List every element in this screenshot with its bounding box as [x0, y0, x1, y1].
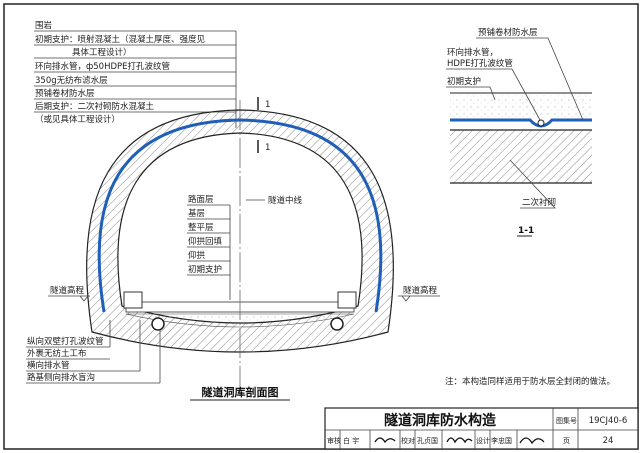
svg-text:隧道高程: 隧道高程	[50, 285, 85, 296]
designer-signature	[519, 437, 545, 445]
main-caption: 隧道洞库剖面图	[202, 385, 279, 399]
section-mark-bottom: 1	[265, 143, 270, 153]
label-secondary-support: 后期支护：二次衬砌防水混凝土	[35, 101, 155, 112]
drain-pipe-icon	[330, 317, 344, 331]
lining-layer-labels: 围岩 初期支护：喷射混凝土（混凝土厚度、强度见 具体工程设计） 环向排水管，ф5…	[34, 20, 237, 128]
title-block: 隧道洞库防水构造 图集号 19CJ40-6 审核 白 宇 校对 孔贞国 设计 李…	[324, 407, 639, 450]
svg-text:路面层: 路面层	[188, 194, 214, 205]
svg-text:横向排水管: 横向排水管	[27, 360, 70, 371]
svg-text:孔贞国: 孔贞国	[417, 436, 438, 445]
svg-text:24: 24	[603, 436, 614, 446]
svg-text:审核: 审核	[327, 436, 341, 445]
svg-text:预铺卷材防水层: 预铺卷材防水层	[478, 27, 538, 38]
tunnel-cross-section	[86, 100, 394, 398]
centerline-label: 隧道中线	[268, 195, 303, 206]
label-primary-support-cont: 具体工程设计）	[72, 47, 132, 58]
detail-caption: 1-1	[518, 226, 534, 236]
drainage-labels: 纵向双壁打孔波纹管 外裹无纺土工布 横向排水管 路基侧向排水盲沟	[26, 320, 161, 384]
svg-text:李忠国: 李忠国	[491, 436, 512, 445]
svg-text:隧道高程: 隧道高程	[403, 285, 438, 296]
note: 注：本构造同样适用于防水层全封闭的做法。	[445, 376, 615, 387]
svg-text:图集号: 图集号	[556, 416, 577, 425]
svg-text:整平层: 整平层	[188, 222, 214, 233]
checker-signature	[446, 437, 473, 444]
detail-section-1-1: 预铺卷材防水层 环向排水管， HDPE打孔波纹管 初期支护 二次衬砌 1-1	[446, 27, 592, 237]
svg-text:二次衬砌: 二次衬砌	[522, 197, 556, 208]
svg-text:HDPE打孔波纹管: HDPE打孔波纹管	[447, 58, 513, 69]
svg-text:初期支护: 初期支护	[188, 264, 222, 275]
drawing-title: 隧道洞库防水构造	[384, 412, 496, 429]
pavement-labels: 路面层 基层 整平层 仰拱回填 仰拱 初期支护	[187, 194, 231, 300]
svg-text:校对: 校对	[401, 436, 415, 445]
label-membrane: 预铺卷材防水层	[35, 88, 95, 99]
svg-text:初期支护: 初期支护	[447, 76, 481, 87]
svg-text:设计: 设计	[476, 436, 490, 445]
label-rock: 围岩	[35, 20, 53, 31]
label-ring-drain: 环向排水管，ф50HDPE打孔波纹管	[35, 61, 170, 72]
svg-text:外裹无纺土工布: 外裹无纺土工布	[27, 348, 87, 359]
sheet-border	[3, 3, 639, 450]
section-mark: 1 1	[257, 97, 270, 153]
elevation-markers: 隧道高程 隧道高程	[48, 285, 440, 302]
reviewer-signature	[374, 437, 396, 444]
svg-text:19CJ40-6: 19CJ40-6	[589, 416, 628, 426]
svg-text:路基侧向排水盲沟: 路基侧向排水盲沟	[27, 372, 95, 383]
label-primary-support: 初期支护：喷射混凝土（混凝土厚度、强度见	[35, 34, 206, 45]
svg-text:基层: 基层	[188, 208, 205, 219]
svg-text:白 宇: 白 宇	[343, 436, 359, 445]
label-secondary-support-cont: （或见具体工程设计）	[35, 114, 120, 125]
label-geotextile: 350g无纺布滤水层	[35, 75, 108, 86]
section-mark-top: 1	[265, 100, 270, 110]
svg-text:仰拱: 仰拱	[188, 250, 206, 261]
svg-text:仰拱回填: 仰拱回填	[188, 236, 223, 247]
svg-text:页: 页	[563, 437, 570, 445]
svg-text:环向排水管，: 环向排水管，	[447, 47, 498, 58]
drain-pipe-icon	[151, 317, 165, 331]
svg-text:纵向双壁打孔波纹管: 纵向双壁打孔波纹管	[27, 336, 104, 347]
